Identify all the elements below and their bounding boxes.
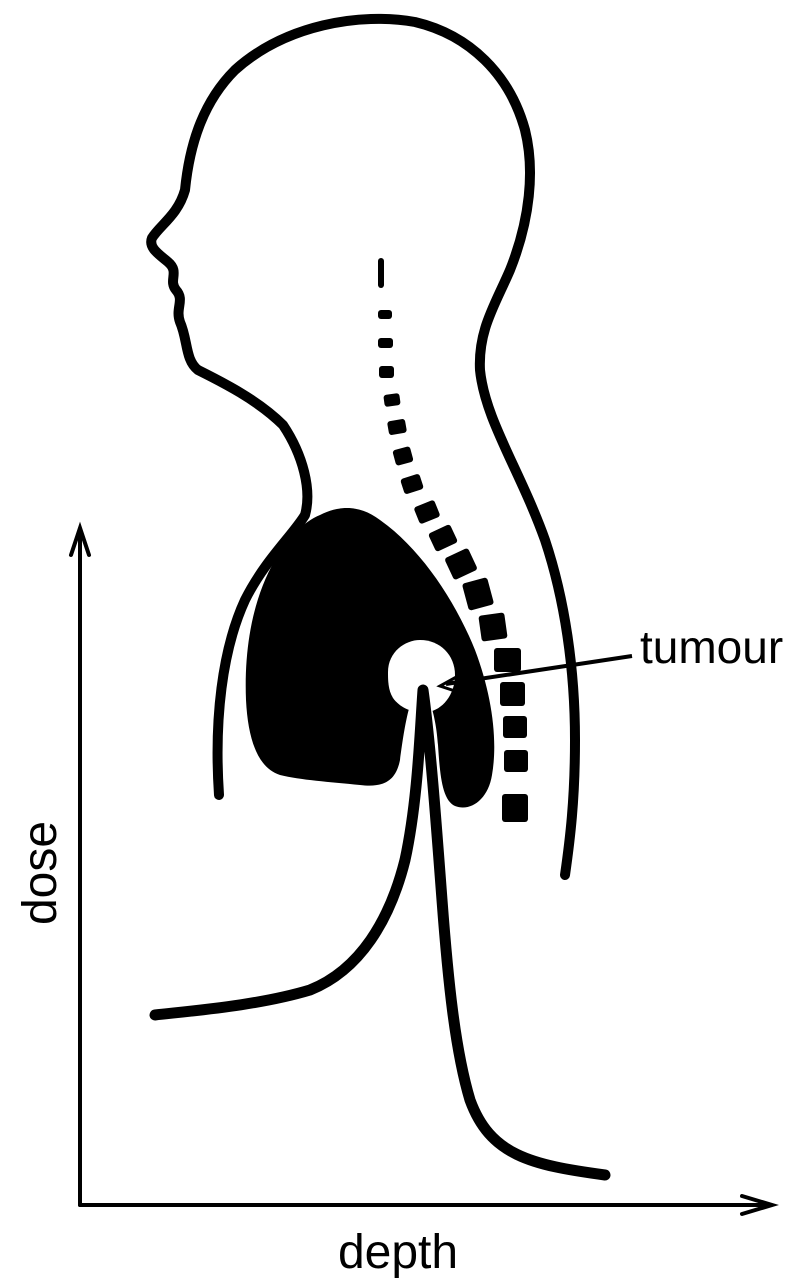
vertebra xyxy=(383,393,401,407)
vertebra xyxy=(400,473,424,494)
vertebra xyxy=(478,612,507,641)
vertebra xyxy=(387,419,407,436)
vertebra xyxy=(504,750,528,772)
vertebra xyxy=(503,716,527,738)
vertebra xyxy=(378,258,384,288)
vertebra xyxy=(392,446,414,466)
vertebra xyxy=(502,794,528,822)
tumour-label: tumour xyxy=(640,621,783,673)
vertebra xyxy=(378,310,392,319)
vertebra xyxy=(500,682,525,706)
vertebra xyxy=(428,524,458,552)
vertebra xyxy=(444,548,478,581)
vertebra xyxy=(494,648,521,672)
x-axis-label: depth xyxy=(338,1226,458,1279)
y-axis-label: dose xyxy=(14,821,67,925)
vertebra xyxy=(413,500,440,525)
vertebra xyxy=(378,338,393,348)
vertebra xyxy=(379,366,394,378)
vertebra xyxy=(462,577,494,611)
